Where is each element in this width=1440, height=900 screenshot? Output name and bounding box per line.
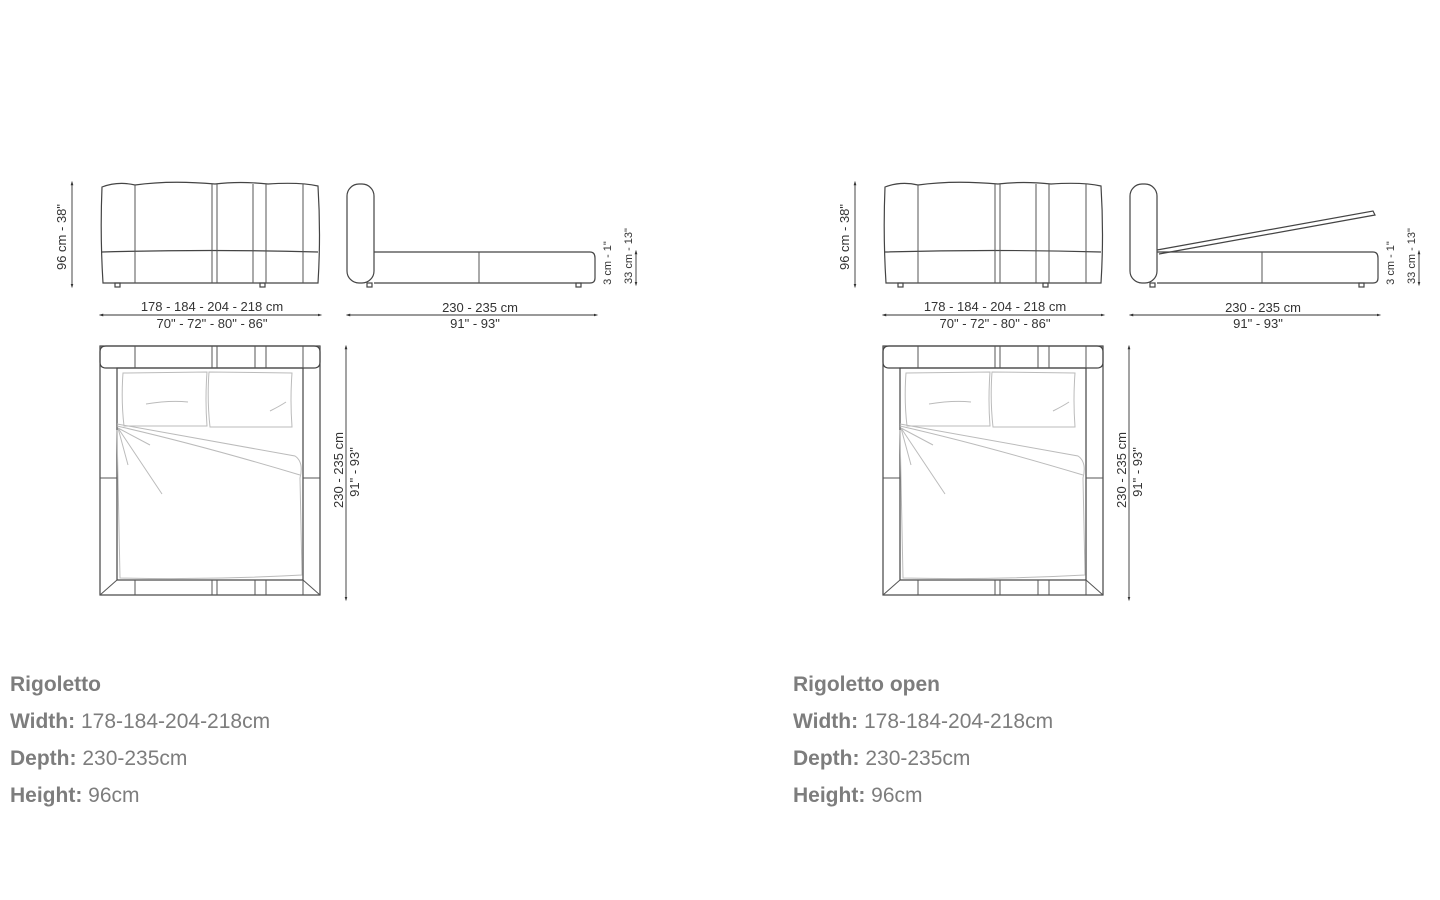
depth-in-dimension: 91" - 93" <box>450 316 500 331</box>
spec-value: 230-235cm <box>865 747 971 770</box>
bed-drawing-svg: 96 cm - 38" 178 - 184 - 204 - 218 cm 70"… <box>54 180 638 602</box>
spec-value: 96cm <box>871 784 923 807</box>
base-height-dimension: 33 cm - 13" <box>623 228 635 284</box>
spec-label: Width: <box>10 710 76 733</box>
side-view: 230 - 235 cm 91" - 93" 3 cm - 1" 33 cm -… <box>345 183 638 331</box>
spec-depth: Depth: 230-235cm <box>793 740 1053 777</box>
spec-label: Depth: <box>10 747 77 770</box>
technical-drawing-rigoletto-open: 96 cm - 38" 178 - 184 - 204 - 218 cm 70"… <box>783 0 1440 640</box>
spec-width: Width: 178-184-204-218cm <box>10 703 270 740</box>
width-cm-dimension: 178 - 184 - 204 - 218 cm <box>141 299 283 314</box>
plan-depth-cm-dimension: 230 - 235 cm <box>1114 432 1129 508</box>
depth-cm-dimension: 230 - 235 cm <box>1225 300 1301 315</box>
depth-in-dimension: 91" - 93" <box>1233 316 1283 331</box>
spec-label: Height: <box>10 784 83 807</box>
spec-block-rigoletto-open: Rigoletto open Width: 178-184-204-218cm … <box>793 666 1053 814</box>
spec-value: 178-184-204-218cm <box>863 710 1054 733</box>
plan-view: 230 - 235 cm 91" - 93" <box>99 344 362 602</box>
spec-depth: Depth: 230-235cm <box>10 740 270 777</box>
spec-value: 230-235cm <box>82 747 188 770</box>
front-view: 96 cm - 38" 178 - 184 - 204 - 218 cm 70"… <box>54 180 323 331</box>
spec-width: Width: 178-184-204-218cm <box>793 703 1053 740</box>
spec-height: Height: 96cm <box>10 777 270 814</box>
clearance-dimension: 3 cm - 1" <box>1385 241 1397 285</box>
height-dimension: 96 cm - 38" <box>54 204 69 270</box>
plan-depth-in-dimension: 91" - 93" <box>347 447 362 497</box>
product-name: Rigoletto open <box>793 673 940 696</box>
plan-depth-in-dimension: 91" - 93" <box>1130 447 1145 497</box>
width-in-dimension: 70" - 72" - 80" - 86" <box>157 316 268 331</box>
technical-drawing-rigoletto: 96 cm - 38" 178 - 184 - 204 - 218 cm 70"… <box>0 0 700 640</box>
product-name: Rigoletto <box>10 673 101 696</box>
spec-value: 96cm <box>88 784 140 807</box>
plan-view: 230 - 235 cm 91" - 93" <box>882 344 1145 602</box>
side-view: 230 - 235 cm 91" - 93" 3 cm - 1" 33 cm -… <box>1128 183 1421 331</box>
base-height-dimension: 33 cm - 13" <box>1406 228 1418 284</box>
front-view: 96 cm - 38" 178 - 184 - 204 - 218 cm 70"… <box>837 180 1106 331</box>
spec-label: Height: <box>793 784 866 807</box>
spec-label: Width: <box>793 710 859 733</box>
width-cm-dimension: 178 - 184 - 204 - 218 cm <box>924 299 1066 314</box>
depth-cm-dimension: 230 - 235 cm <box>442 300 518 315</box>
width-in-dimension: 70" - 72" - 80" - 86" <box>940 316 1051 331</box>
spec-height: Height: 96cm <box>793 777 1053 814</box>
spec-label: Depth: <box>793 747 860 770</box>
height-dimension: 96 cm - 38" <box>837 204 852 270</box>
clearance-dimension: 3 cm - 1" <box>602 241 614 285</box>
spec-value: 178-184-204-218cm <box>80 710 271 733</box>
spec-block-rigoletto: Rigoletto Width: 178-184-204-218cm Depth… <box>10 666 270 814</box>
plan-depth-cm-dimension: 230 - 235 cm <box>331 432 346 508</box>
bed-drawing-svg: 96 cm - 38" 178 - 184 - 204 - 218 cm 70"… <box>837 180 1421 602</box>
